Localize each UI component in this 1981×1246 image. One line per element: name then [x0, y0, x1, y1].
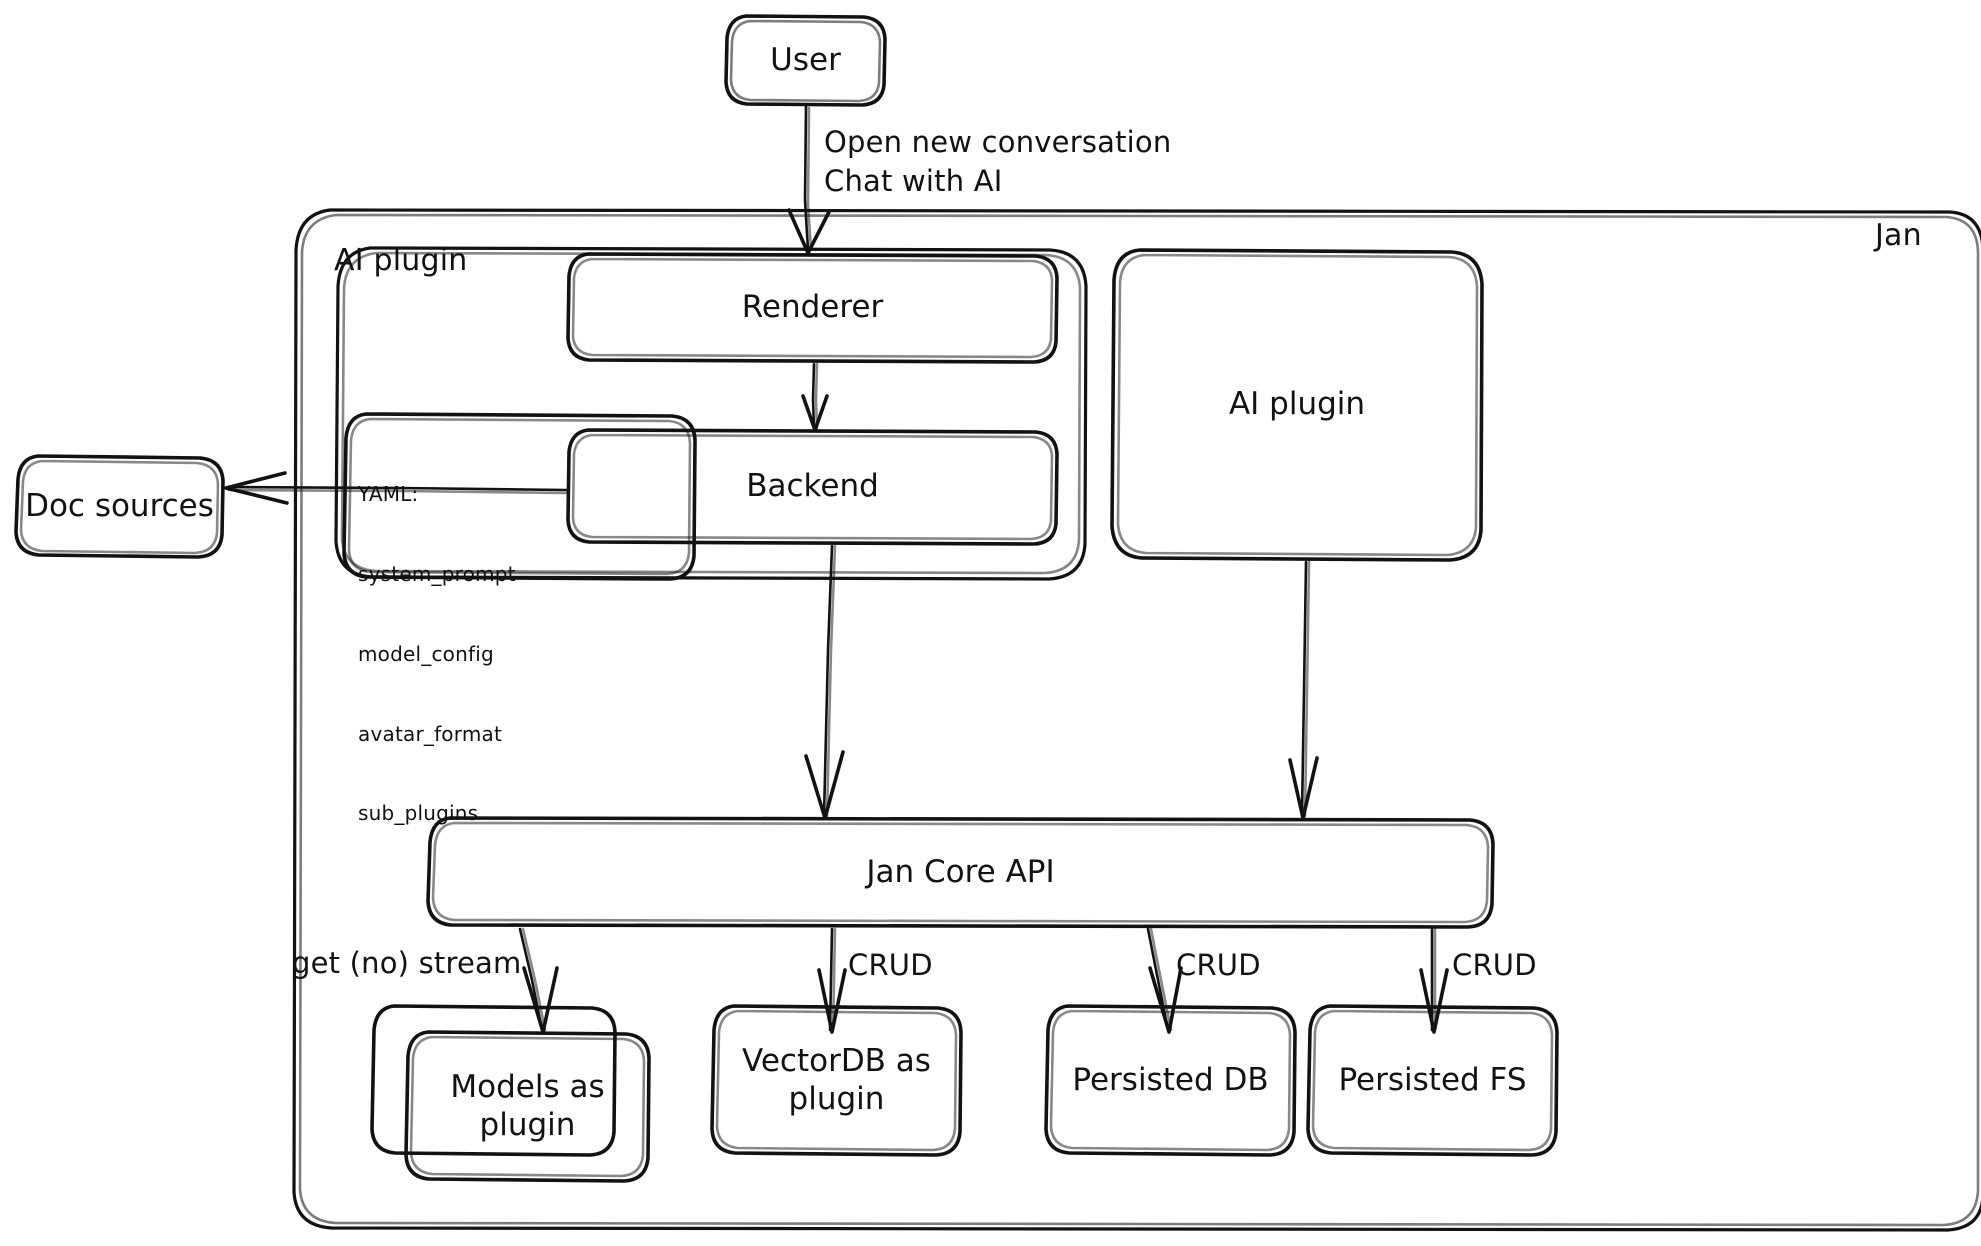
- node-border-backend: [566, 428, 1059, 546]
- arrow-core-to-vectordb: [817, 927, 847, 1034]
- node-border-vectordb-as-plugin: [710, 1004, 963, 1157]
- node-models-as-plugin-label: Models as plugin: [450, 1068, 605, 1143]
- node-ai-plugin[interactable]: AI plugin: [1112, 250, 1482, 560]
- node-doc-sources-label: Doc sources: [25, 487, 214, 524]
- arrow-ai-plugin-to-core: [1288, 560, 1319, 820]
- node-renderer-label: Renderer: [741, 289, 884, 326]
- node-user-label: User: [770, 42, 841, 79]
- arrow-core-to-persisted-fs: [1419, 927, 1449, 1034]
- node-border-renderer: [566, 252, 1059, 364]
- yaml-note-key-model-config: model_config: [358, 641, 494, 666]
- node-border-user: [724, 14, 887, 107]
- edge-label-core-to-persisted-db: CRUD: [1176, 948, 1261, 982]
- arrow-core-to-persisted-db: [1146, 927, 1183, 1034]
- edge-label-core-to-models: get (no) stream: [292, 946, 522, 980]
- edge-label-user-to-renderer-line2: Chat with AI: [824, 164, 1003, 198]
- node-persisted-db[interactable]: Persisted DB: [1046, 1006, 1295, 1155]
- node-renderer[interactable]: Renderer: [568, 254, 1057, 362]
- group-label-ai-plugin: AI plugin: [334, 243, 468, 278]
- node-border-doc-sources: [14, 454, 225, 559]
- node-persisted-fs[interactable]: Persisted FS: [1308, 1006, 1557, 1155]
- arrow-backend-to-doc-sources: [224, 471, 568, 505]
- node-border-persisted-db: [1044, 1004, 1297, 1157]
- node-border-persisted-fs: [1306, 1004, 1559, 1157]
- edge-label-core-to-persisted-fs: CRUD: [1452, 948, 1537, 982]
- node-border-yaml-note: [342, 412, 697, 581]
- node-backend-label: Backend: [746, 468, 879, 505]
- node-jan-core-api-label: Jan Core API: [866, 853, 1055, 890]
- node-persisted-db-label: Persisted DB: [1072, 1061, 1269, 1098]
- node-user[interactable]: User: [726, 16, 885, 106]
- node-border-ai-plugin: [1110, 248, 1484, 562]
- yaml-note-key-sub-plugins: sub_plugins: [358, 801, 479, 826]
- arrow-renderer-to-backend: [801, 362, 829, 432]
- node-doc-sources[interactable]: Doc sources: [16, 456, 223, 557]
- group-border-jan: [292, 208, 1981, 1232]
- node-border-jan-core-api: [426, 816, 1495, 929]
- node-jan-core-api[interactable]: Jan Core API: [428, 818, 1493, 927]
- yaml-note-key-system-prompt: system_prompt: [358, 561, 516, 586]
- yaml-note-key-avatar-format: avatar_format: [358, 721, 502, 746]
- yaml-note: YAML: system_prompt model_config avatar_…: [358, 428, 516, 880]
- node-vectordb-as-plugin[interactable]: VectorDB as plugin: [712, 1006, 961, 1155]
- node-border-models-as-plugin: [404, 1030, 651, 1183]
- edge-label-user-to-renderer-line1: Open new conversation: [824, 125, 1172, 159]
- node-persisted-fs-label: Persisted FS: [1338, 1061, 1527, 1098]
- group-label-jan: Jan: [1875, 218, 1922, 253]
- arrow-core-to-models: [518, 927, 559, 1034]
- arrow-user-to-renderer: [787, 104, 831, 255]
- node-backend[interactable]: Backend: [568, 430, 1057, 544]
- node-ai-plugin-label: AI plugin: [1228, 386, 1366, 423]
- node-models-as-plugin[interactable]: Models as plugin: [406, 1032, 649, 1181]
- group-border-ai-plugin: [334, 246, 1088, 581]
- arrow-backend-to-core: [804, 544, 845, 820]
- node-border-models-as-plugin-outer: [370, 1004, 617, 1157]
- yaml-note-title: YAML:: [358, 482, 419, 507]
- node-vectordb-as-plugin-label: VectorDB as plugin: [742, 1042, 931, 1117]
- edge-label-core-to-vectordb: CRUD: [848, 948, 933, 982]
